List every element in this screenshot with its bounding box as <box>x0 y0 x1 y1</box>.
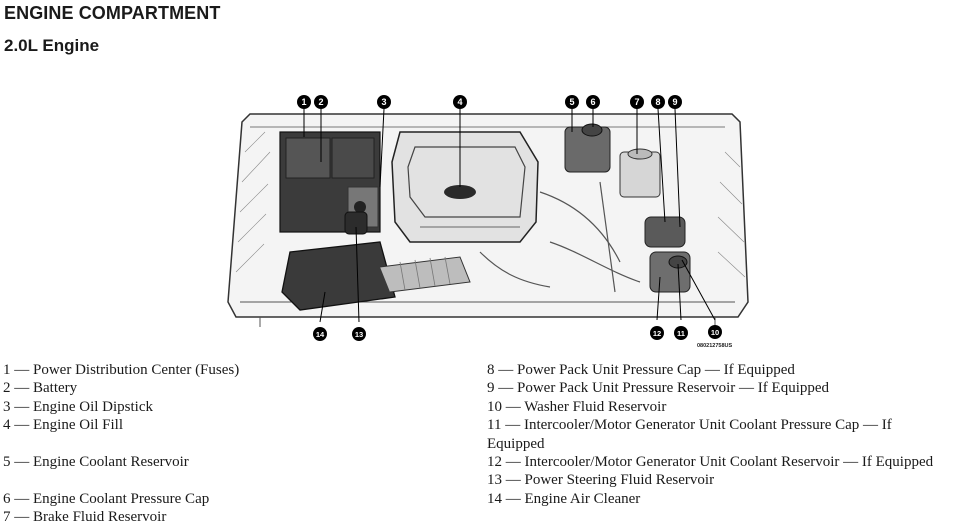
legend-item: 14 — Engine Air Cleaner <box>487 490 947 508</box>
legend-item: 2 — Battery <box>3 379 473 397</box>
legend-item: 3 — Engine Oil Dipstick <box>3 398 473 416</box>
svg-text:4: 4 <box>457 97 462 107</box>
svg-text:5: 5 <box>569 97 574 107</box>
legend-right-column: 8 — Power Pack Unit Pressure Cap — If Eq… <box>487 361 947 508</box>
legend-spacer <box>3 435 473 453</box>
svg-text:6: 6 <box>590 97 595 107</box>
svg-text:14: 14 <box>316 330 325 339</box>
svg-text:11: 11 <box>677 329 685 338</box>
legend-item: 7 — Brake Fluid Reservoir <box>3 508 473 526</box>
legend-left-column: 1 — Power Distribution Center (Fuses) 2 … <box>3 361 473 527</box>
svg-text:8: 8 <box>655 97 660 107</box>
legend-spacer <box>3 471 473 489</box>
legend-item: 8 — Power Pack Unit Pressure Cap — If Eq… <box>487 361 947 379</box>
legend-item: 4 — Engine Oil Fill <box>3 416 473 434</box>
svg-text:7: 7 <box>634 97 639 107</box>
page-title: ENGINE COMPARTMENT <box>4 3 220 24</box>
legend-item: 13 — Power Steering Fluid Reservoir <box>487 471 947 489</box>
legend-item: 11 — Intercooler/Motor Generator Unit Co… <box>487 416 947 453</box>
legend-item: 5 — Engine Coolant Reservoir <box>3 453 473 471</box>
svg-text:12: 12 <box>653 329 661 338</box>
svg-text:10: 10 <box>711 328 719 337</box>
legend-item: 12 — Intercooler/Motor Generator Unit Co… <box>487 453 947 471</box>
svg-text:3: 3 <box>381 97 386 107</box>
engine-compartment-illustration: 1 2 3 4 5 6 7 8 9 10 11 12 13 14 0802127… <box>220 92 755 354</box>
figure-code: 080212758US <box>697 343 733 349</box>
legend-item: 6 — Engine Coolant Pressure Cap <box>3 490 473 508</box>
svg-text:13: 13 <box>355 330 363 339</box>
legend-item: 9 — Power Pack Unit Pressure Reservoir —… <box>487 379 947 397</box>
svg-text:2: 2 <box>318 97 323 107</box>
svg-text:9: 9 <box>672 97 677 107</box>
legend-item: 1 — Power Distribution Center (Fuses) <box>3 361 473 379</box>
svg-text:1: 1 <box>301 97 306 107</box>
section-subtitle: 2.0L Engine <box>4 36 99 56</box>
air-cleaner <box>282 242 395 310</box>
legend-item: 10 — Washer Fluid Reservoir <box>487 398 947 416</box>
